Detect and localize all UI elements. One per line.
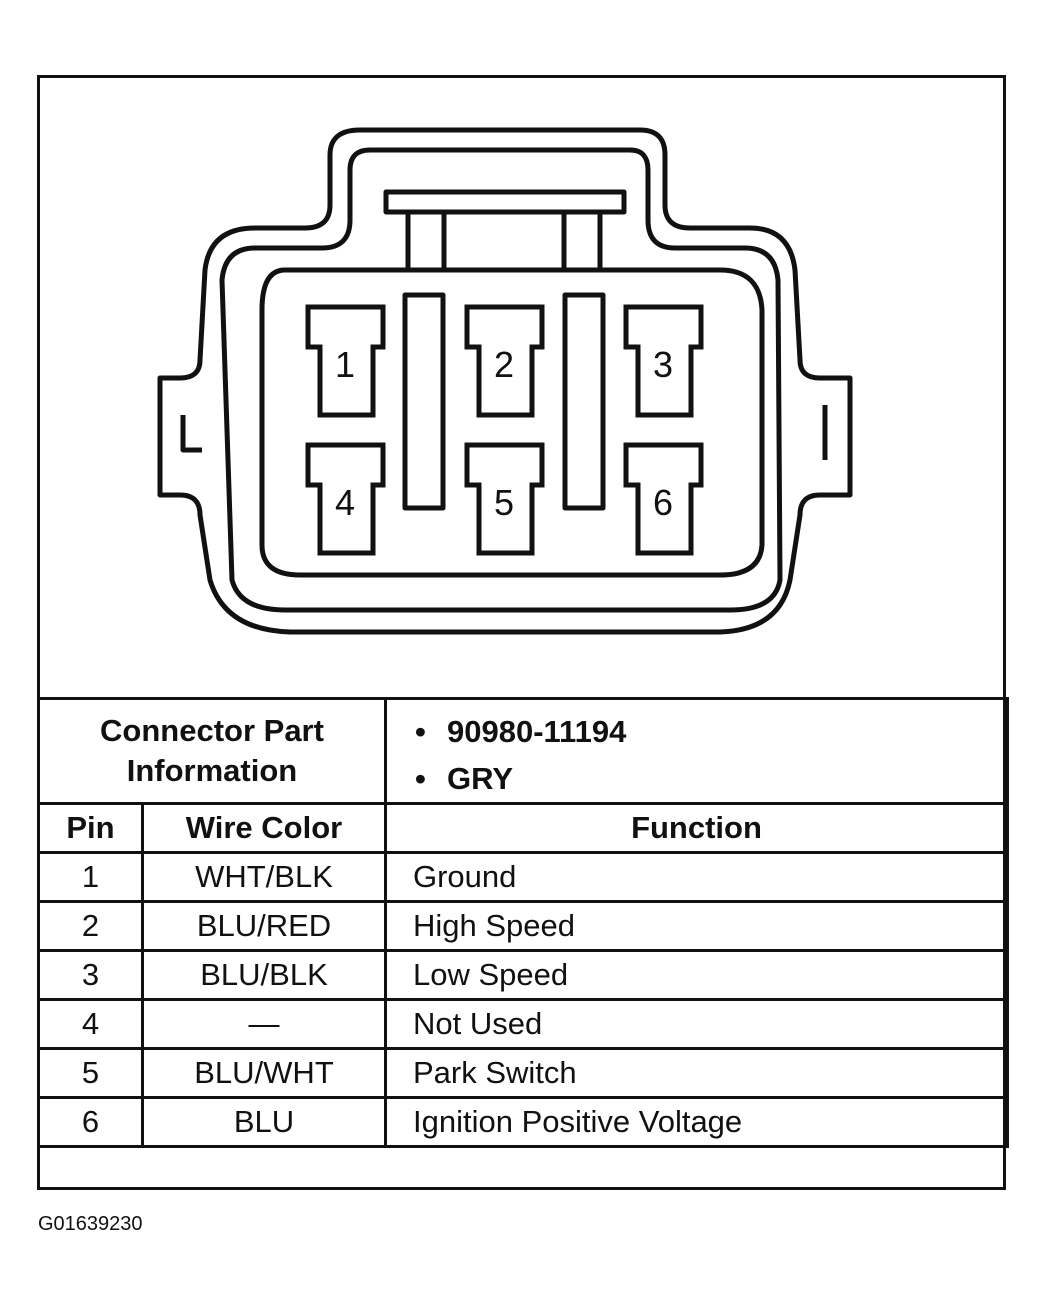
pinout-table: Connector Part Information •90980-11194 … — [37, 697, 1009, 1148]
lock-bar — [383, 189, 627, 215]
pin-cell: 4 — [37, 998, 144, 1050]
table-row: 2 BLU/RED High Speed — [37, 900, 1009, 952]
pin-number-label: 4 — [335, 482, 355, 523]
pin-number-label: 6 — [653, 482, 673, 523]
pin-terminal — [623, 304, 704, 418]
pin-cell: 5 — [37, 1047, 144, 1099]
pin-number-label: 1 — [335, 344, 355, 385]
table-row: 4 — Not Used — [37, 998, 1009, 1050]
connector-face-diagram: 1 2 3 4 5 6 — [157, 127, 853, 635]
part-info-values: •90980-11194 •GRY — [384, 697, 1009, 805]
pin-terminal — [464, 442, 545, 556]
function-cell: Ground — [384, 851, 1009, 903]
part-info-item: •90980-11194 — [415, 714, 627, 749]
header-function: Function — [384, 802, 1009, 854]
part-info-label: Connector Part Information — [37, 697, 387, 805]
pin-cell: 3 — [37, 949, 144, 1001]
function-cell: High Speed — [384, 900, 1009, 952]
pin-terminal — [623, 442, 704, 556]
table-header-row: Pin Wire Color Function — [37, 802, 1009, 854]
figure-id: G01639230 — [38, 1213, 143, 1235]
pin-number-label: 5 — [494, 482, 514, 523]
part-info-row: Connector Part Information •90980-11194 … — [37, 697, 1009, 805]
wire-color-cell: BLU/BLK — [141, 949, 387, 1001]
pin-cell: 6 — [37, 1096, 144, 1148]
pin-cell: 2 — [37, 900, 144, 952]
wire-color-cell: WHT/BLK — [141, 851, 387, 903]
wire-color-cell: BLU — [141, 1096, 387, 1148]
wire-color-cell: — — [141, 998, 387, 1050]
separator-rib — [402, 292, 446, 511]
table-row: 6 BLU Ignition Positive Voltage — [37, 1096, 1009, 1148]
pin-terminal — [305, 304, 386, 418]
header-pin: Pin — [37, 802, 144, 854]
part-info-item: •GRY — [415, 761, 514, 796]
pin-terminal — [305, 442, 386, 556]
pin-number-label: 3 — [653, 344, 673, 385]
connector-outer-housing — [157, 127, 853, 635]
connector-inner-housing — [219, 147, 783, 613]
header-wire-color: Wire Color — [141, 802, 387, 854]
wire-color-cell: BLU/WHT — [141, 1047, 387, 1099]
function-cell: Low Speed — [384, 949, 1009, 1001]
table-row: 5 BLU/WHT Park Switch — [37, 1047, 1009, 1099]
pin-cell: 1 — [37, 851, 144, 903]
pin-number-label: 2 — [494, 344, 514, 385]
separator-rib — [562, 292, 606, 511]
pin-cavity — [259, 267, 765, 578]
left-latch-notch — [180, 415, 202, 453]
table-row: 3 BLU/BLK Low Speed — [37, 949, 1009, 1001]
wire-color-cell: BLU/RED — [141, 900, 387, 952]
pin-terminal — [464, 304, 545, 418]
table-row: 1 WHT/BLK Ground — [37, 851, 1009, 903]
function-cell: Not Used — [384, 998, 1009, 1050]
diagram-frame — [37, 75, 1006, 1190]
function-cell: Ignition Positive Voltage — [384, 1096, 1009, 1148]
function-cell: Park Switch — [384, 1047, 1009, 1099]
